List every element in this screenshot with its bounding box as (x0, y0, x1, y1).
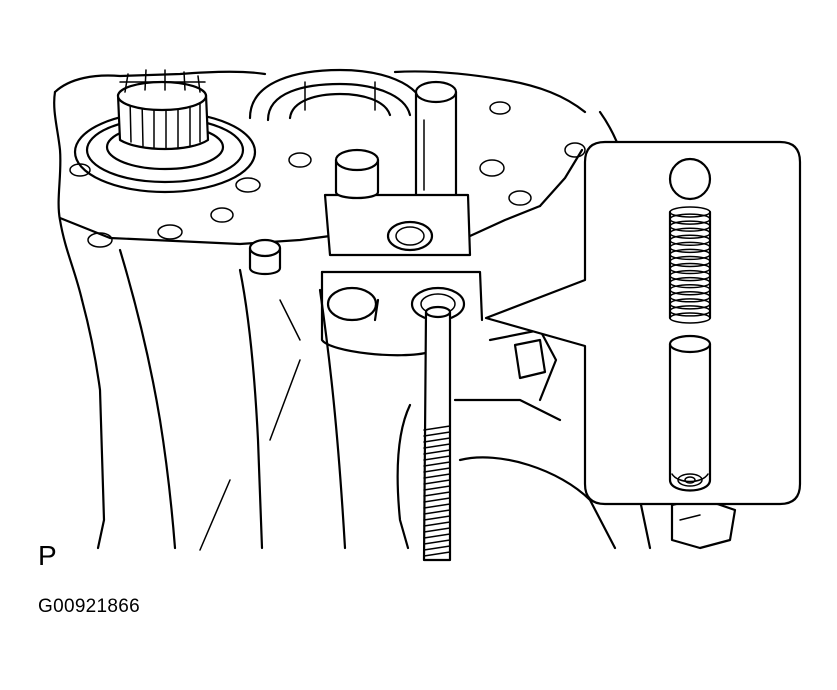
view-label: P (38, 540, 57, 571)
detent-housing (320, 270, 484, 357)
lower-housing (396, 328, 737, 550)
detent-spring (668, 206, 712, 324)
magnet-rod-tool (422, 305, 452, 562)
detail-callout (484, 140, 802, 506)
bearing-ring (248, 68, 427, 122)
detent-ball (668, 157, 712, 201)
input-shaft (73, 69, 257, 194)
detent-plunger (668, 334, 712, 492)
figure-code: G00921866 (38, 596, 141, 617)
shift-boss (323, 148, 472, 257)
case-bolt-holes (69, 101, 586, 276)
shift-shaft (414, 80, 458, 203)
